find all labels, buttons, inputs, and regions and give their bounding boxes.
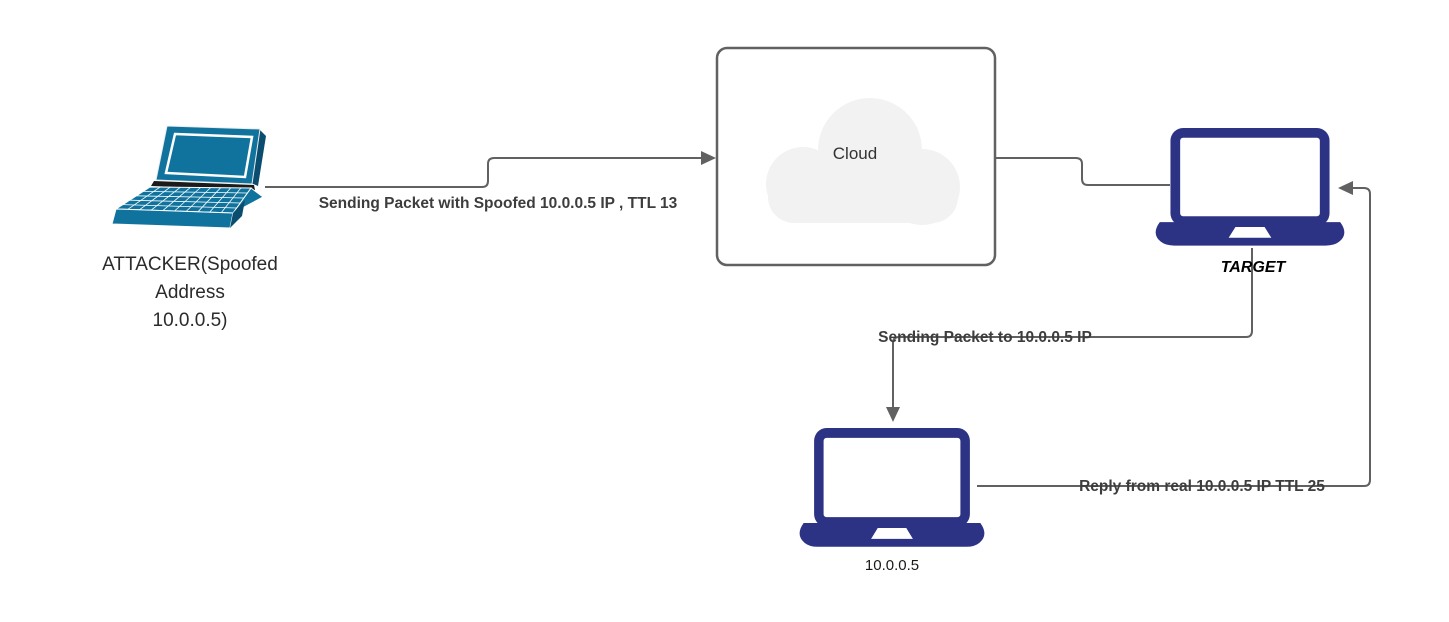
arrowhead-right-icon — [701, 151, 716, 165]
attacker-laptop-icon — [111, 125, 266, 229]
target-node-label: TARGET — [1220, 259, 1286, 276]
arrowhead-down-icon — [886, 407, 900, 422]
edge-label-spoofed-packet: Sending Packet with Spoofed 10.0.0.5 IP … — [318, 195, 678, 212]
edge-cloud-to-target — [995, 157, 1170, 186]
edge-real-host-to-target — [977, 181, 1371, 487]
cloud-node — [715, 46, 997, 267]
real-host-laptop-icon — [799, 428, 985, 547]
edge-target-to-real-host — [886, 248, 1253, 422]
attacker-node-label: ATTACKER(Spoofed Address 10.0.0.5) — [102, 254, 278, 331]
edge-label-sending-packet: Sending Packet to 10.0.0.5 IP — [878, 329, 1092, 346]
cloud-node-label: Cloud — [832, 144, 878, 163]
target-laptop-icon — [1155, 128, 1345, 246]
edge-attacker-to-cloud — [265, 151, 716, 188]
arrowhead-left-icon — [1338, 181, 1353, 195]
edge-label-reply: Reply from real 10.0.0.5 IP TTL 25 — [1079, 478, 1325, 495]
cloud-icon — [766, 98, 960, 225]
keyboard-grid — [122, 186, 248, 213]
real-host-node-label: 10.0.0.5 — [864, 557, 920, 574]
